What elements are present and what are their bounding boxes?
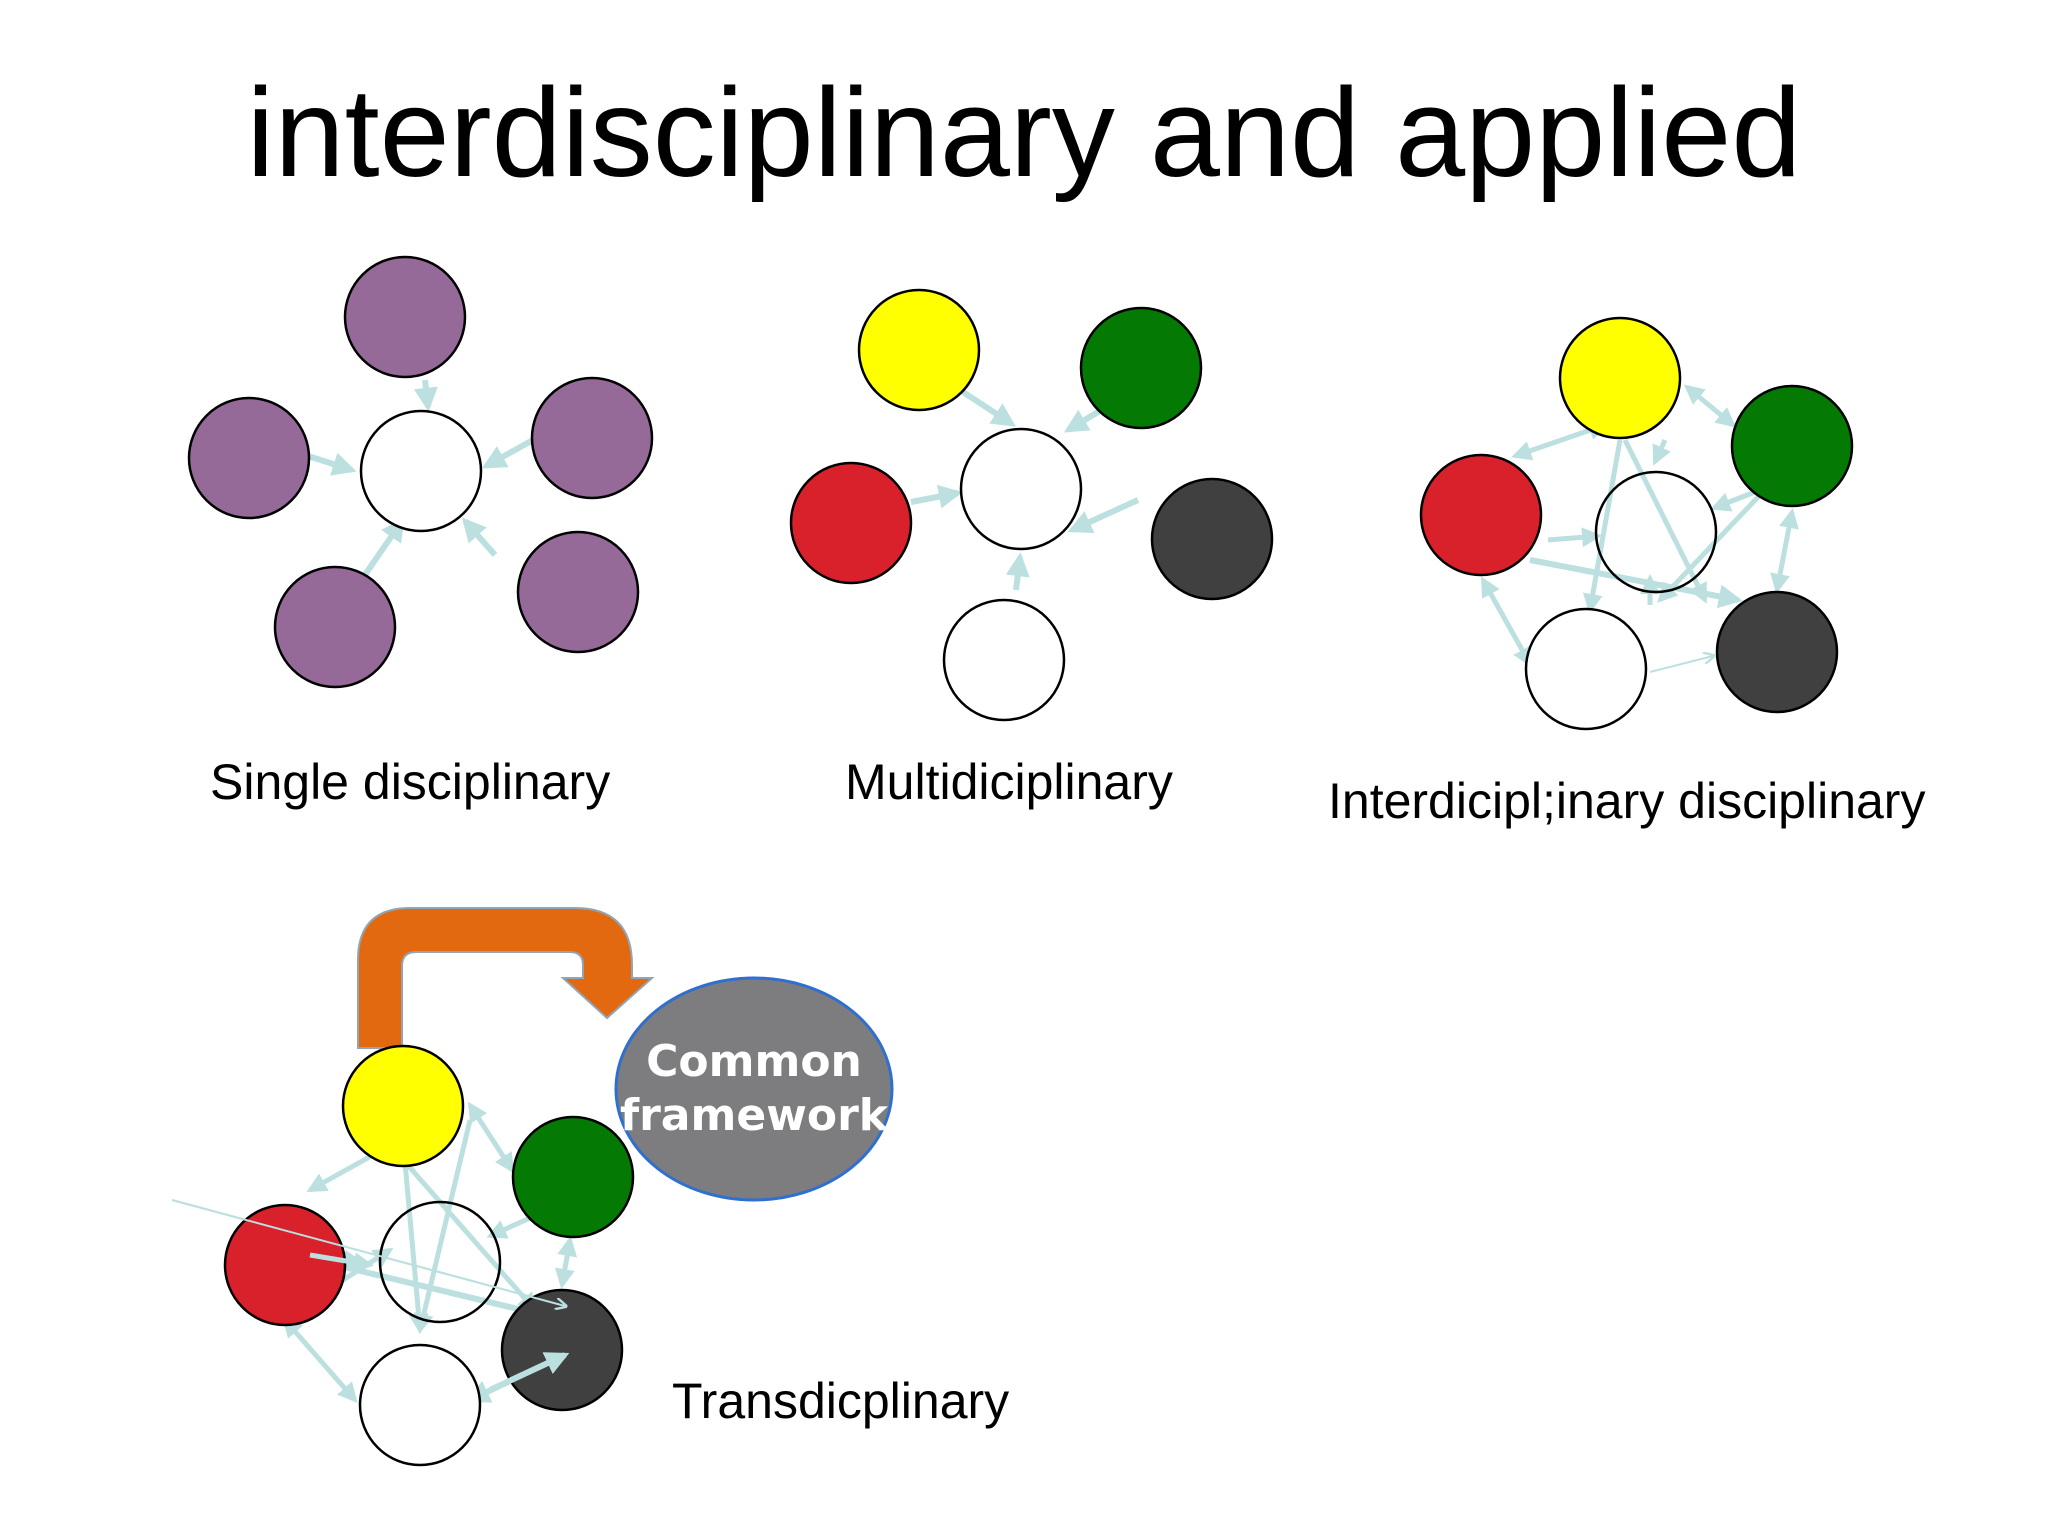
purple-node bbox=[516, 530, 640, 654]
arrow-red-white bbox=[1480, 576, 1533, 668]
center-node bbox=[378, 1200, 502, 1324]
arrow-dark-to-center bbox=[1067, 497, 1140, 533]
transdisciplinary-diagram: Common framework bbox=[171, 907, 894, 1467]
white-node bbox=[358, 1343, 482, 1467]
arrow-external-line-top bbox=[171, 1199, 565, 1306]
arrow-white-dark bbox=[1649, 656, 1713, 673]
arrow-red-to-center bbox=[910, 484, 963, 509]
center-node bbox=[359, 409, 483, 533]
arrow-red-center-top bbox=[309, 1252, 374, 1273]
framework-label-line2: framework bbox=[620, 1090, 890, 1141]
yellow-node bbox=[1558, 316, 1682, 440]
arrow-yellow-white bbox=[402, 1161, 429, 1334]
interdisciplinary-diagram bbox=[1419, 316, 1854, 731]
green-node bbox=[511, 1115, 635, 1239]
purple-node bbox=[273, 565, 397, 689]
arrow-green-center bbox=[1710, 487, 1761, 512]
arrow-green-white bbox=[1657, 493, 1762, 603]
arrow-yellow-center bbox=[1652, 438, 1671, 466]
arrow-bottom-to-center bbox=[1005, 552, 1030, 591]
center-node bbox=[1594, 470, 1718, 594]
arrow-top-to-center bbox=[413, 379, 438, 412]
dark-node bbox=[500, 1288, 624, 1412]
arrow-green-dark bbox=[1770, 508, 1799, 594]
transdisciplinary-label: Transdicplinary bbox=[672, 1373, 1010, 1429]
interdisciplinary-label: Interdicipl;inary disciplinary bbox=[1328, 773, 1926, 829]
arrow-red-center bbox=[1547, 527, 1602, 548]
arrow-bottomright-to-center bbox=[461, 517, 498, 557]
yellow-node bbox=[341, 1044, 465, 1168]
red-node bbox=[789, 461, 913, 585]
arrow-yellow-dark bbox=[403, 1160, 538, 1314]
arrow-yellow-dark bbox=[1622, 438, 1708, 604]
purple-node bbox=[187, 396, 311, 520]
arrow-yellow-to-center bbox=[961, 389, 1017, 427]
arrow-red-white bbox=[282, 1316, 358, 1404]
white-node bbox=[1524, 607, 1648, 731]
purple-node bbox=[343, 255, 467, 379]
arrow-yellow-white bbox=[1582, 439, 1623, 614]
dark-node bbox=[1150, 477, 1274, 601]
common-framework-ellipse bbox=[614, 976, 894, 1202]
dark-node bbox=[1715, 590, 1839, 714]
arrow-bottomleft-to-center bbox=[357, 517, 405, 584]
slide-title: interdisciplinary and applied bbox=[246, 62, 1802, 203]
arrow-green-center bbox=[486, 1215, 532, 1239]
arrow-yellow-green bbox=[467, 1101, 515, 1174]
arrow-white-dark-top bbox=[488, 1352, 570, 1393]
red-node bbox=[223, 1203, 347, 1327]
arrow-red-dark bbox=[1529, 557, 1743, 609]
purple-node bbox=[530, 376, 654, 500]
arrow-yellow-green bbox=[1683, 384, 1737, 428]
yellow-node bbox=[857, 288, 981, 412]
single-disciplinary-diagram bbox=[187, 255, 654, 689]
arrow-green-dark bbox=[554, 1236, 578, 1289]
arrow-right-to-center bbox=[481, 437, 535, 469]
curved-arrow-to-framework bbox=[357, 907, 655, 1049]
white-node bbox=[942, 598, 1066, 722]
multidisciplinary-label: Multidiciplinary bbox=[845, 754, 1173, 810]
framework-label-line1: Common bbox=[646, 1036, 862, 1087]
arrow-yellow-white-2 bbox=[413, 1119, 473, 1334]
red-node bbox=[1419, 453, 1543, 577]
arrow-left-to-center bbox=[307, 452, 357, 476]
green-node bbox=[1079, 306, 1203, 430]
center-node bbox=[959, 427, 1083, 551]
single-disciplinary-label: Single disciplinary bbox=[210, 754, 611, 810]
multidisciplinary-diagram bbox=[789, 288, 1274, 722]
green-node bbox=[1730, 384, 1854, 508]
